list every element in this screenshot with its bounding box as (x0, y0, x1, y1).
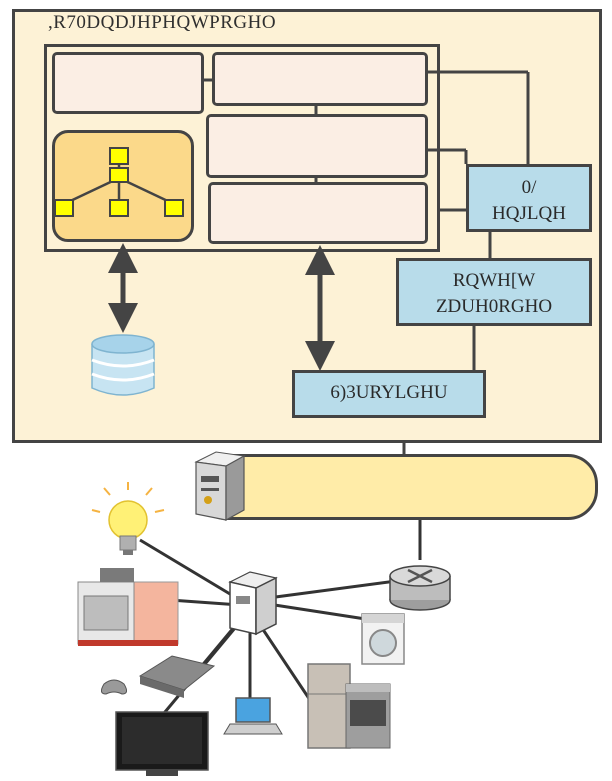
module-block-right-3 (208, 182, 428, 244)
double-arrows (108, 243, 335, 371)
provider-label: 6)3URYLGHU (330, 382, 448, 403)
ml-engine-line1: 0/ (521, 177, 537, 198)
kitchen-appliances-icon (307, 663, 391, 749)
light-bulb-icon (91, 482, 165, 555)
module-block-right-1 (212, 52, 428, 106)
ontology-model-line2: ZDUH0RGHO (435, 296, 553, 317)
tree-structure-icon (54, 147, 184, 217)
server-icon (194, 451, 246, 522)
router-icon (389, 565, 451, 611)
washing-machine-icon (361, 613, 405, 665)
ontology-model-box: RQWH[W ZDUH0RGHO (396, 258, 592, 326)
network-switch-icon (228, 571, 278, 636)
game-console-icon (100, 655, 216, 698)
module-block-right-2 (206, 114, 428, 178)
stove-icon (77, 568, 179, 646)
module-block-left-top (52, 52, 204, 114)
ml-engine-line2: HQJLQH (492, 203, 566, 224)
database-icon (91, 334, 155, 396)
ml-engine-box: 0/ HQJLQH (466, 164, 592, 232)
provider-box: 6)3URYLGHU (292, 370, 486, 418)
laptop-icon (223, 697, 283, 735)
television-icon (115, 711, 209, 776)
frame-title: ,R70DQDJHPHQWPRGHO (48, 12, 277, 33)
network-bus (196, 454, 598, 520)
ontology-model-line1: RQWH[W (452, 270, 536, 291)
frame-connectors (204, 70, 530, 454)
